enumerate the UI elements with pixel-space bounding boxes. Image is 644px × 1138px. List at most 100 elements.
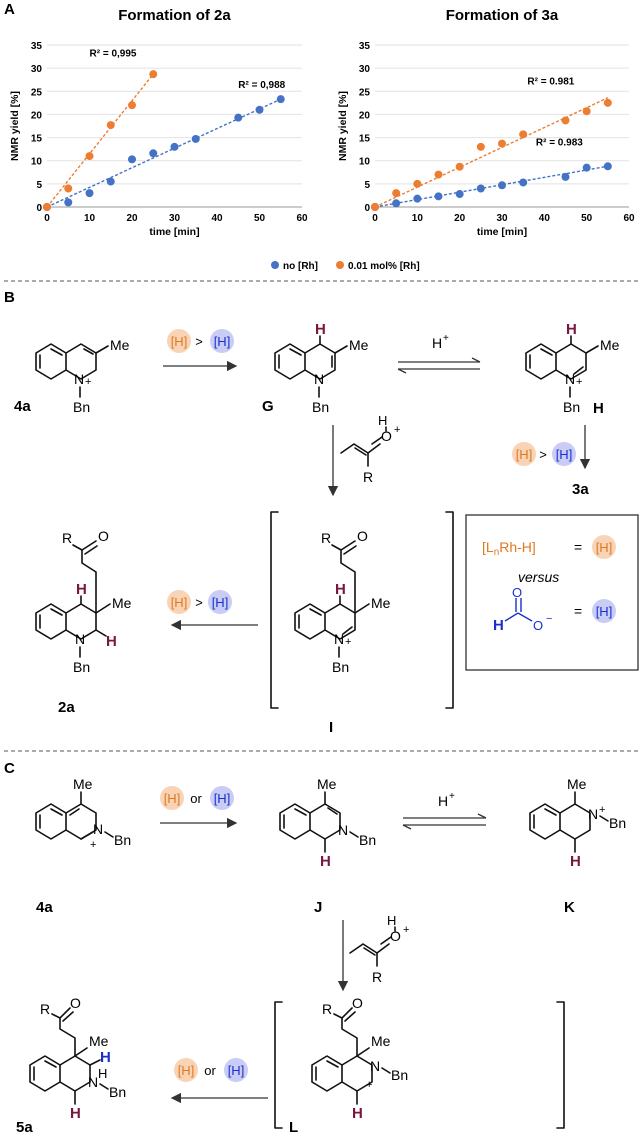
svg-text:Me: Me [317,776,337,792]
svg-text:Bn: Bn [391,1067,408,1083]
data-point [64,184,73,193]
svg-text:>: > [539,447,547,462]
svg-text:N: N [588,806,598,822]
y-tick-label: 15 [31,134,43,145]
svg-text:+: + [90,839,96,851]
y-axis-label: NMR yield [%] [9,91,21,161]
step-G-to-I: R O + H [327,413,400,497]
structure-H: H Me N + Bn [525,321,620,415]
svg-text:+: + [576,376,582,388]
y-tick-label: 20 [31,110,43,121]
svg-text:[H]: [H] [214,791,231,806]
data-point [149,149,158,158]
compound-L: L [289,1119,298,1136]
structure-K: Me H N + Bn [529,776,626,870]
data-point [413,194,422,203]
svg-text:Me: Me [371,1033,391,1049]
svg-text:O: O [533,618,543,633]
data-point [455,190,464,199]
panel-c-label: C [4,760,15,777]
data-point [234,113,243,122]
data-point [519,130,528,139]
y-tick-label: 10 [31,157,43,168]
compound-2a: 2a [58,699,75,716]
svg-text:Me: Me [600,337,620,353]
svg-text:Me: Me [567,776,587,792]
legend-marker-no-rh [271,261,279,269]
data-point [519,178,528,187]
x-tick-label: 40 [211,213,223,224]
svg-text:H: H [378,413,387,428]
x-tick-label: 50 [254,213,266,224]
svg-text:H: H [106,633,117,650]
svg-text:R: R [372,969,382,985]
svg-text:[H]: [H] [516,447,533,462]
trendline [46,73,154,208]
svg-text:+: + [449,791,455,802]
chart-title: Formation of 2a [118,7,231,24]
data-point [413,179,422,188]
svg-text:N: N [88,1074,98,1090]
svg-text:or: or [204,1063,216,1078]
y-tick-label: 30 [359,64,371,75]
y-tick-label: 0 [364,203,370,214]
svg-text:[H]: [H] [596,604,613,619]
svg-text:N: N [565,371,575,387]
deuterium-position-h: H [100,1049,111,1066]
svg-text:H: H [387,913,396,928]
x-tick-label: 50 [581,213,593,224]
svg-text:−: − [546,613,552,625]
svg-text:N: N [93,821,103,837]
x-axis-label: time [min] [149,226,199,238]
svg-text:Bn: Bn [563,399,580,415]
data-point [276,95,285,104]
svg-text:+: + [599,804,605,816]
x-tick-label: 10 [84,213,96,224]
atom-n: N [74,371,84,387]
substituent-me: Me [110,337,130,353]
structure-4a-isoquinoline: Me N + Bn [35,776,131,851]
svg-text:H: H [438,793,448,809]
data-point [434,192,443,201]
compound-4a-b: 4a [14,398,31,415]
r-squared-label: R² = 0,995 [90,49,137,60]
hydride-key-box: [LnRh-H] = [H] versus O H O − = [H] [465,514,639,671]
formate-hydrogen: H [493,617,504,634]
data-point [170,142,179,151]
chart-title: Formation of 3a [446,7,559,24]
svg-text:Me: Me [349,337,369,353]
svg-text:+: + [85,376,91,388]
compound-4a-c: 4a [36,899,53,916]
structure-G: H Me N Bn [274,321,369,415]
compound-3a: 3a [572,481,589,498]
svg-text:+: + [403,924,409,936]
svg-text:O: O [98,528,109,544]
data-point [85,189,94,198]
data-point [455,162,464,171]
x-tick-label: 0 [372,213,378,224]
hydrogen-G: H [315,321,326,338]
svg-text:Me: Me [371,595,391,611]
x-tick-label: 30 [169,213,181,224]
svg-text:[H]: [H] [178,1063,195,1078]
data-point [128,101,136,110]
svg-text:+: + [443,333,449,344]
svg-text:H: H [352,1105,363,1122]
versus-label: versus [518,569,559,585]
legend-no-rh: no [Rh] [283,261,318,272]
svg-text:Me: Me [112,595,132,611]
data-point [434,170,443,179]
svg-text:+: + [345,636,351,648]
hydride-formate: [H] [214,334,231,349]
data-point [561,116,570,125]
data-point [476,142,485,151]
compound-I: I [329,719,333,736]
svg-text:+: + [394,424,400,436]
y-tick-label: 25 [31,87,43,98]
step-J-to-L: R O + H [337,913,409,992]
svg-text:N: N [75,631,85,647]
x-tick-label: 20 [454,213,466,224]
panel-b-label: B [4,289,15,306]
step-I-to-2a: [H] > [H] [167,590,258,631]
